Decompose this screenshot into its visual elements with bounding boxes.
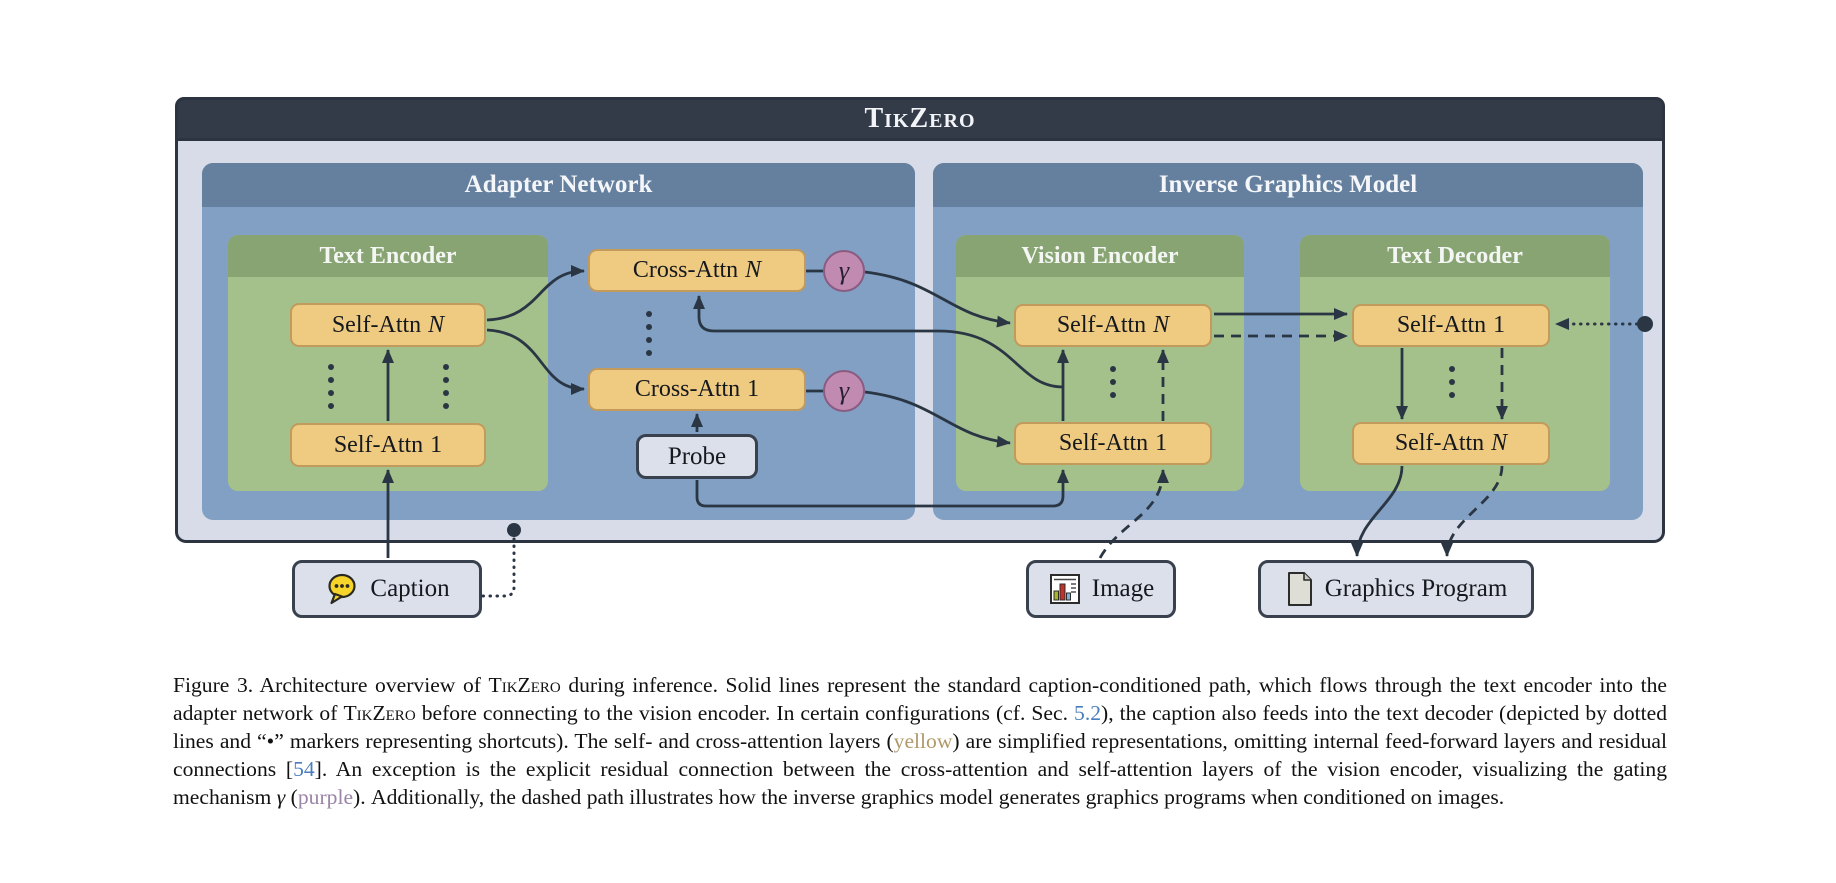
text-encoder-header: Text Encoder xyxy=(228,235,548,277)
block-label-suffix: N xyxy=(428,311,445,338)
block-label: Self-Attn xyxy=(331,311,422,338)
text-encoder-self-attn-n: Self-Attn N xyxy=(290,303,486,347)
block-label: Self-Attn xyxy=(333,431,424,458)
caption-text-segment: TikZero xyxy=(343,700,416,725)
vision-encoder-self-attn-1: Self-Attn 1 xyxy=(1014,422,1212,465)
chart-image-icon xyxy=(1048,572,1082,606)
caption-text-segment: purple xyxy=(297,784,354,809)
caption-text-segment: ]. An exception is the explicit residual… xyxy=(173,756,1667,809)
figure-titlebar: TikZero xyxy=(175,97,1665,141)
image-box: Image xyxy=(1026,560,1176,618)
vision-encoder-self-attn-n: Self-Attn N xyxy=(1014,304,1212,347)
block-label-suffix: N xyxy=(1491,430,1508,456)
probe-label: Probe xyxy=(667,442,727,470)
caption-box-label: Caption xyxy=(370,575,450,602)
probe-box: Probe xyxy=(636,434,758,479)
caption-text-segment: ), the caption also feeds into the text … xyxy=(173,700,1668,753)
image-box-label: Image xyxy=(1091,575,1155,602)
caption-text-segment: ) are simplified representations, omitti… xyxy=(173,728,1667,781)
ref-link[interactable]: 5.2 xyxy=(1074,700,1102,725)
gamma-gate-bottom: γ xyxy=(823,370,865,412)
caption-text-segment: ). Additionally, the dashed path illustr… xyxy=(353,784,1505,809)
inverse-graphics-header: Inverse Graphics Model xyxy=(933,163,1643,207)
block-label-suffix: N xyxy=(745,257,762,283)
block-label: Cross-Attn xyxy=(632,257,739,283)
text-decoder-header: Text Decoder xyxy=(1300,235,1610,277)
caption-text-segment: Figure 3. Architecture overview of xyxy=(173,672,489,697)
text-decoder-title: Text Decoder xyxy=(1387,242,1523,269)
block-label-suffix: 1 xyxy=(1493,312,1506,338)
caption-text-segment: ( xyxy=(285,784,298,809)
block-label: Self-Attn xyxy=(1396,312,1487,338)
speech-bubble-icon xyxy=(324,571,360,607)
gamma-gate-top: γ xyxy=(823,250,865,292)
inverse-graphics-title: Inverse Graphics Model xyxy=(1158,171,1418,198)
figure-caption: Figure 3. Architecture overview of TikZe… xyxy=(173,671,1667,811)
caption-text-segment: TikZero xyxy=(488,672,561,697)
gamma-symbol: γ xyxy=(838,256,850,285)
text-encoder-title: Text Encoder xyxy=(319,242,457,269)
vision-encoder-title: Vision Encoder xyxy=(1021,242,1179,269)
ref-link[interactable]: 54 xyxy=(293,756,315,781)
cross-attn-n: Cross-Attn N xyxy=(588,249,806,292)
graphics-program-box: Graphics Program xyxy=(1258,560,1534,618)
text-decoder-self-attn-n: Self-Attn N xyxy=(1352,422,1550,465)
block-label: Self-Attn xyxy=(1394,430,1485,456)
caption-box: Caption xyxy=(292,560,482,618)
vision-encoder-header: Vision Encoder xyxy=(956,235,1244,277)
cross-attn-1: Cross-Attn 1 xyxy=(588,368,806,411)
figure-title: TikZero xyxy=(864,103,976,134)
caption-text-segment: before connecting to the vision encoder.… xyxy=(415,700,1075,725)
adapter-network-header: Adapter Network xyxy=(202,163,915,207)
gamma-symbol: γ xyxy=(838,376,850,405)
wire-caption-shortcut-dotted xyxy=(481,537,516,598)
caption-text-segment: yellow xyxy=(893,728,953,753)
block-label: Cross-Attn xyxy=(634,376,741,402)
document-icon xyxy=(1285,571,1315,607)
adapter-network-title: Adapter Network xyxy=(464,171,653,198)
graphics-program-label: Graphics Program xyxy=(1324,575,1508,602)
caption-text-segment: γ xyxy=(276,784,286,809)
block-label-suffix: 1 xyxy=(1155,430,1168,456)
block-label-suffix: 1 xyxy=(747,376,760,402)
block-label-suffix: N xyxy=(1153,312,1170,338)
block-label-suffix: 1 xyxy=(430,431,443,458)
block-label: Self-Attn xyxy=(1056,312,1147,338)
caption-text-segment: during inference. Solid lines represent … xyxy=(173,672,1667,725)
text-encoder-self-attn-1: Self-Attn 1 xyxy=(290,423,486,467)
block-label: Self-Attn xyxy=(1058,430,1149,456)
text-decoder-self-attn-1: Self-Attn 1 xyxy=(1352,304,1550,347)
